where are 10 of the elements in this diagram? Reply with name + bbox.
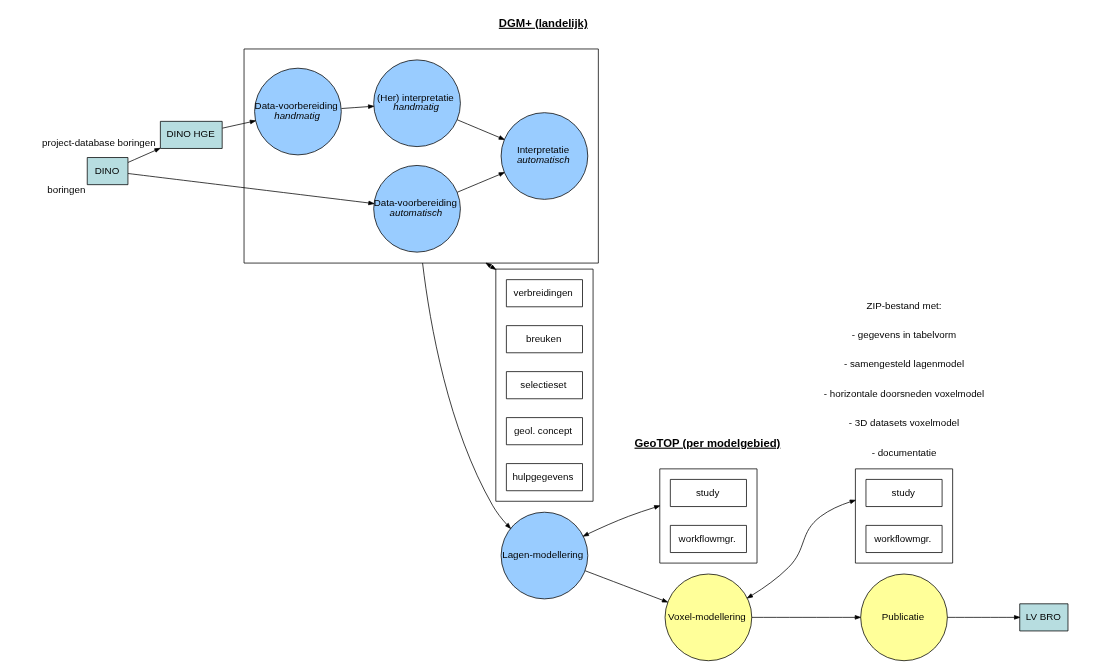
node-label: project-database boringen — [42, 136, 156, 148]
label: - 3D datasets voxelmodel — [848, 417, 960, 429]
label: - documentatie — [871, 446, 937, 458]
label: DGM+ (landelijk) — [498, 16, 588, 29]
label: - horizontale doorsneden voxelmodel — [823, 387, 985, 399]
label: GeoTOP (per modelgebied) — [634, 436, 781, 449]
label: - samengesteld lagenmodel — [843, 358, 965, 370]
label: - gegevens in tabelvorm — [851, 329, 957, 340]
label: ZIP-bestand met: — [866, 299, 942, 311]
node-label: boringen — [47, 183, 86, 195]
